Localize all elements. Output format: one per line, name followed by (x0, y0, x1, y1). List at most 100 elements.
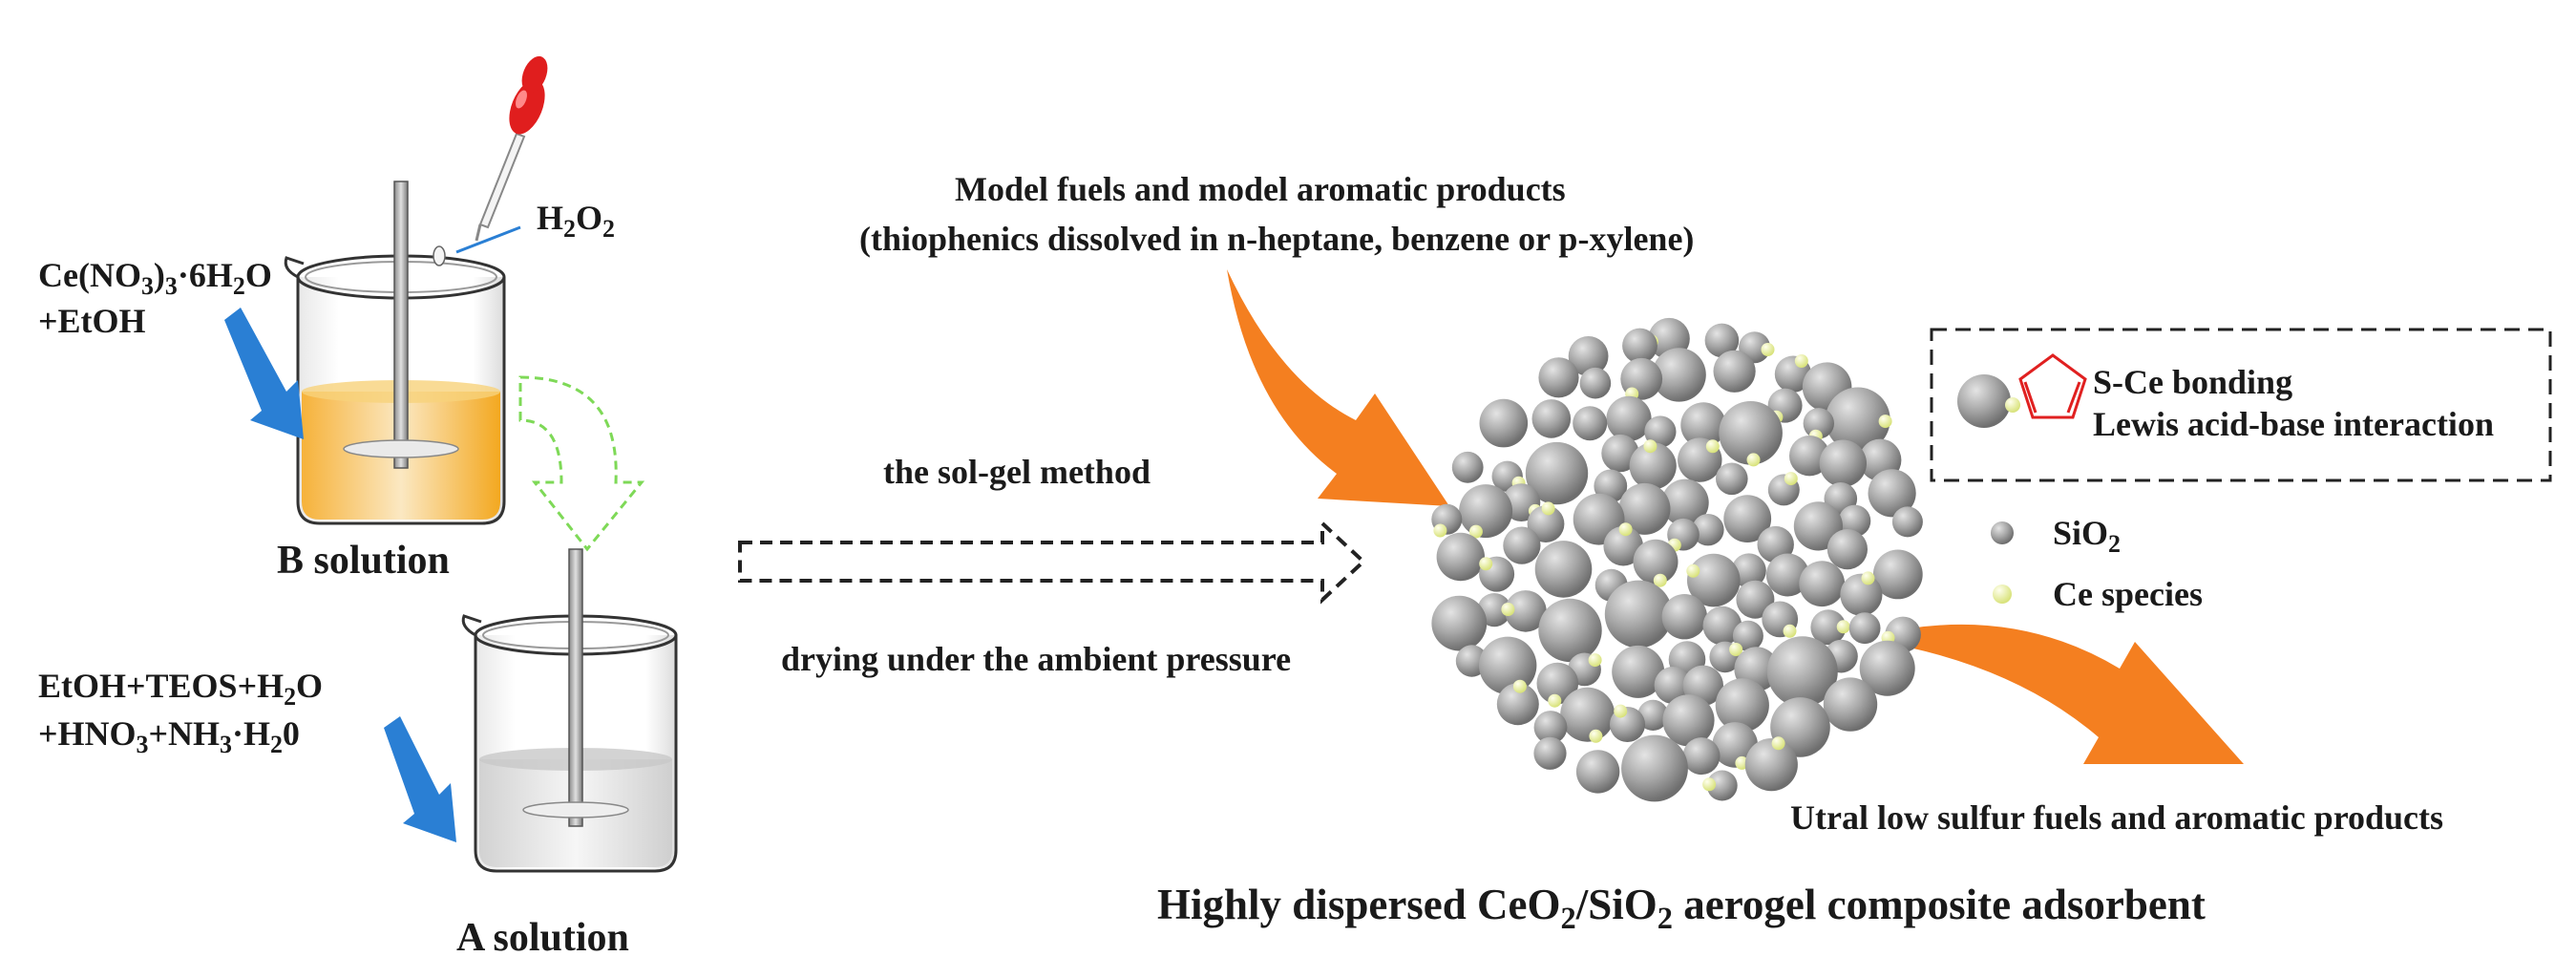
sio2-sphere (1644, 415, 1677, 448)
sio2-sphere (1652, 348, 1706, 402)
sio2-sphere (1891, 506, 1923, 538)
ce-species-dot (1784, 472, 1798, 486)
sio2-sphere (1687, 553, 1741, 607)
sio2-legend-dot (1991, 521, 2014, 544)
sio2-sphere (1451, 451, 1484, 483)
sio2-sphere (1770, 697, 1830, 757)
model-fuels-detail: (thiophenics dissolved in n-heptane, ben… (859, 220, 1694, 258)
blue-arrow-b (224, 308, 304, 439)
sio2-sphere (1531, 399, 1572, 438)
ce-species-dot (1702, 777, 1717, 792)
ce-species-dot (1589, 729, 1603, 743)
sio2-sphere (1713, 350, 1756, 393)
sio2-sphere (1692, 514, 1724, 546)
ce-species-dot (1541, 501, 1555, 516)
sio2-sphere (1436, 532, 1486, 582)
ce-species-dot (1729, 643, 1743, 656)
sio2-sphere (1662, 694, 1715, 747)
ce-species-dot (1771, 736, 1785, 751)
sio2-sphere (1859, 640, 1915, 696)
acid-base-label: +HNO3+NH3·H20 (38, 714, 300, 758)
ce-species-dot (1836, 620, 1850, 634)
sio2-sphere (1459, 484, 1513, 539)
sio2-sphere (1744, 738, 1798, 792)
ce-species-dot (1468, 524, 1483, 539)
ce-species-dot (1512, 679, 1527, 693)
sio2-sphere (1757, 525, 1794, 563)
sio2-sphere (1736, 580, 1775, 619)
sio2-sphere (1682, 737, 1721, 776)
sio2-sphere (1732, 620, 1763, 651)
sio2-sphere (1661, 478, 1709, 526)
ce-species-dot (1705, 439, 1720, 454)
sio2-sphere (1731, 553, 1766, 588)
h2o2-pointer-line (455, 225, 521, 254)
sio2-sphere (1579, 367, 1612, 399)
sio2-sphere (1533, 711, 1568, 744)
sio2-sphere (1604, 580, 1673, 648)
sio2-sphere (1612, 645, 1665, 698)
sio2-sphere (1661, 594, 1708, 640)
sio2-sphere (1803, 408, 1835, 439)
ce-species-dot (1761, 343, 1775, 356)
sio2-sphere (1819, 439, 1868, 487)
process-arrow (738, 519, 1366, 605)
sio2-sphere (1538, 357, 1579, 398)
sio2-sphere (1622, 328, 1658, 364)
b-solution-label: B solution (277, 539, 450, 583)
sio2-sphere (1680, 402, 1726, 448)
ce-species-dot (1861, 571, 1875, 585)
sio2-sphere (1810, 609, 1847, 646)
dropper-icon (475, 55, 548, 242)
sio2-sphere (1503, 526, 1541, 564)
sio2-sphere (1706, 770, 1738, 801)
sio2-legend-label: SiO2 (2053, 514, 2121, 558)
ce-species-dot (1653, 573, 1667, 587)
sio2-sphere (1823, 677, 1878, 732)
blue-arrow-a (384, 716, 456, 842)
sio2-sphere (1431, 595, 1488, 651)
s-ce-bonding-label: S-Ce bonding (2093, 363, 2292, 401)
sio2-sphere (1765, 553, 1809, 597)
orange-input-arrow (1227, 269, 1449, 506)
sio2-sphere (1637, 699, 1669, 732)
sio2-sphere (1621, 734, 1688, 802)
sio2-sphere (1603, 525, 1643, 566)
sio2-sphere (1496, 683, 1539, 726)
sio2-sphere (1568, 336, 1609, 376)
sio2-sphere (1799, 561, 1846, 607)
ce-precursor-label: Ce(NO3)3·6H2O (38, 256, 272, 300)
ce-species-dot (1746, 453, 1761, 467)
drying-label: drying under the ambient pressure (781, 640, 1291, 678)
ce-species-dot (1618, 522, 1633, 537)
sio2-sphere (1505, 590, 1547, 632)
sio2-sphere (1538, 598, 1602, 663)
ce-species-dot (1479, 557, 1493, 571)
ce-species-dot (1783, 624, 1797, 638)
ce-species-dot (1614, 704, 1628, 718)
h2o2-label: H2O2 (537, 199, 615, 243)
sio2-sphere (1618, 482, 1671, 535)
sio2-sphere (1826, 529, 1868, 570)
etoh-label: +EtOH (38, 302, 146, 340)
ce-species-legend-label: Ce species (2053, 575, 2203, 613)
ce-species-dot (1686, 563, 1700, 578)
sio2-sphere (1629, 442, 1677, 490)
ce-species-dot (1501, 603, 1515, 616)
sio2-sphere (1534, 541, 1593, 598)
legend-sio2-ce-sphere-icon (1957, 374, 2020, 428)
sio2-sphere (1479, 636, 1537, 694)
aerogel-cluster (1431, 317, 1923, 802)
product-label: Utral low sulfur fuels and aromatic prod… (1790, 798, 2443, 837)
sio2-sphere (1536, 662, 1579, 705)
figure-title: Highly dispersed CeO2/SiO2 aerogel compo… (1157, 881, 2206, 936)
ce-species-dot (1643, 439, 1658, 454)
model-fuels-label: Model fuels and model aromatic products (955, 170, 1566, 208)
teos-precursor-label: EtOH+TEOS+H2O (38, 667, 323, 711)
ce-species-dot (1878, 415, 1892, 429)
sio2-sphere (1654, 667, 1692, 704)
sio2-sphere (1719, 401, 1783, 465)
beaker-b-icon (284, 181, 506, 525)
sio2-sphere (1712, 722, 1758, 768)
